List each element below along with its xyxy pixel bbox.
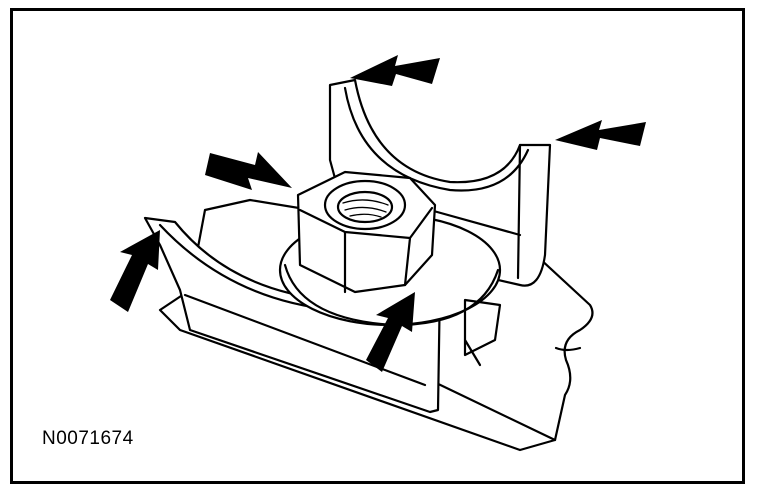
- nut-thread-lines: [342, 199, 389, 218]
- arrow-nut-icon: [205, 152, 292, 190]
- clip-rear-tab-right-side: [516, 143, 522, 280]
- clip-rear-tab-fold: [428, 208, 522, 237]
- nut-thread-inner: [336, 190, 394, 224]
- clip-base-notch: [554, 346, 582, 352]
- figure-id-label: N0071674: [42, 428, 134, 449]
- clip-rear-tab-inner-edge: [343, 86, 530, 192]
- hex-nut-face-edges: [298, 206, 434, 294]
- arrow-top-left-tab-icon: [350, 55, 440, 86]
- arrow-left-tab-icon: [110, 230, 160, 312]
- arrow-top-right-tab-icon: [555, 120, 646, 150]
- clip-lower-bracket: [463, 298, 502, 367]
- clip-front-wall-bottom: [183, 293, 427, 387]
- arrow-front-right-tab-icon: [366, 292, 415, 372]
